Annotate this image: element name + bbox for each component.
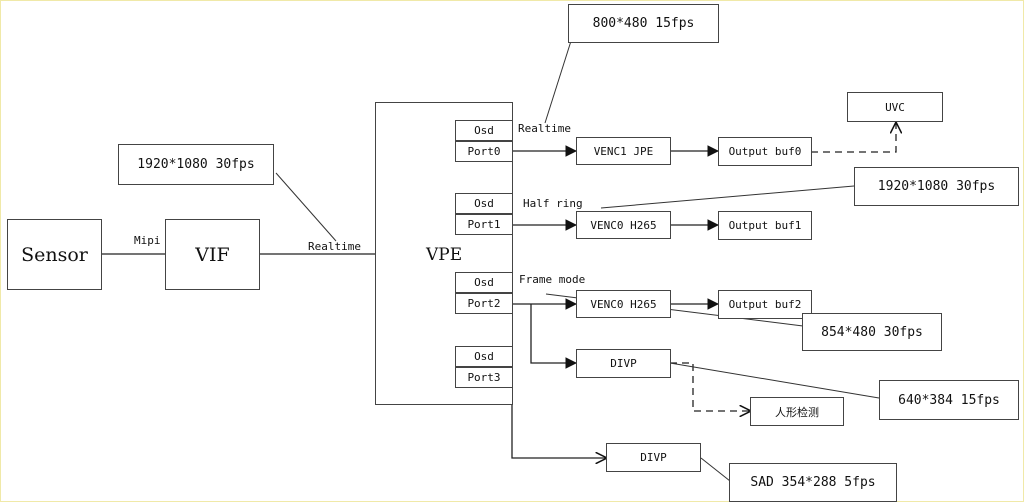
- leader-sad: [700, 457, 731, 482]
- osd2-box: Osd: [455, 272, 513, 293]
- label-half-ring: Half ring: [523, 197, 583, 210]
- venc1-jpe-block: VENC1 JPE: [576, 137, 671, 165]
- port3-box: Port3: [455, 367, 513, 388]
- sensor-block: Sensor: [7, 219, 102, 290]
- osd1-box: Osd: [455, 193, 513, 214]
- venc0-h265-block-a: VENC0 H265: [576, 211, 671, 239]
- divp-block-b: DIVP: [606, 443, 701, 472]
- port1-box: Port1: [455, 214, 513, 235]
- callout-640x384-15fps: 640*384 15fps: [879, 380, 1019, 420]
- callout-sad-354x288-5fps: SAD 354*288 5fps: [729, 463, 897, 502]
- osd0-box: Osd: [455, 120, 513, 141]
- output-buf2-block: Output buf2: [718, 290, 812, 319]
- callout-800x480-15fps: 800*480 15fps: [568, 4, 719, 43]
- human-detection-block: 人形检测: [750, 397, 844, 426]
- port2-box: Port2: [455, 293, 513, 314]
- edge-port2-divp: [530, 304, 577, 369]
- callout-1920x1080-30fps-port1: 1920*1080 30fps: [854, 167, 1019, 206]
- leader-640-384: [669, 362, 880, 399]
- leader-1920-port1: [600, 185, 855, 209]
- label-realtime-vif: Realtime: [308, 240, 361, 253]
- edge-vpe-divp-bottom: [511, 389, 607, 458]
- output-buf1-block: Output buf1: [718, 211, 812, 240]
- edge-buf0-uvc: [811, 122, 896, 153]
- label-mipi: Mipi: [134, 234, 161, 247]
- vpe-label: VPE: [426, 245, 463, 265]
- vif-block: VIF: [165, 219, 260, 290]
- label-frame-mode: Frame mode: [519, 273, 586, 286]
- venc0-h265-block-b: VENC0 H265: [576, 290, 671, 318]
- leader-800-480: [544, 40, 572, 124]
- callout-854x480-30fps: 854*480 30fps: [802, 313, 942, 351]
- label-realtime-port0: Realtime: [518, 122, 571, 135]
- divp-block-a: DIVP: [576, 349, 671, 378]
- uvc-block: UVC: [847, 92, 943, 122]
- leader-1920-vif: [275, 172, 337, 242]
- port0-box: Port0: [455, 141, 513, 162]
- output-buf0-block: Output buf0: [718, 137, 812, 166]
- edge-divp-human: [670, 362, 751, 411]
- callout-1920x1080-30fps-vif: 1920*1080 30fps: [118, 144, 274, 185]
- osd3-box: Osd: [455, 346, 513, 367]
